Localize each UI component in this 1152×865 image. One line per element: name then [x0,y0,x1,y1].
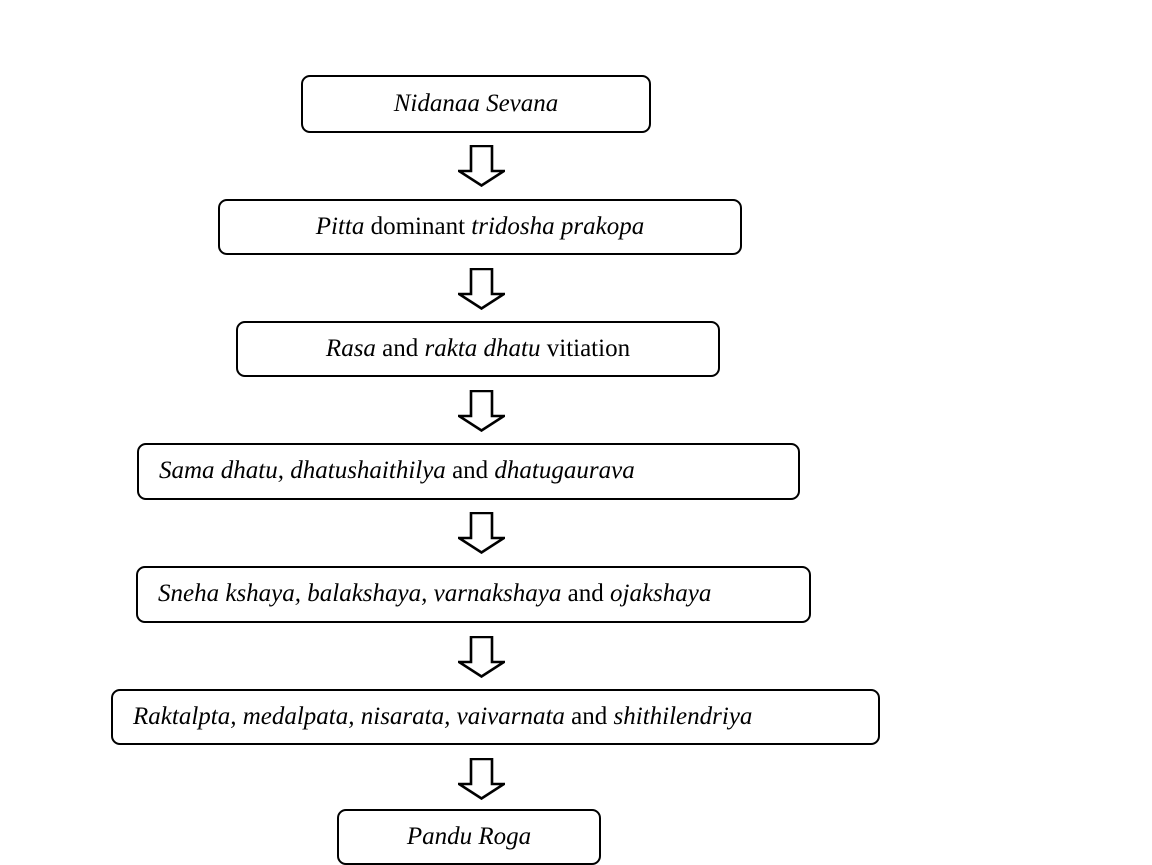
flow-node-raktalpta-medalpata-nisarata-vaivarnata-shithilendriya: Raktalpta, medalpata, nisarata, vaivarna… [111,689,880,745]
flow-node-pandu-roga: Pandu Roga [337,809,601,865]
flow-node-label: Pandu Roga [406,822,532,850]
flow-node-nidanaa-sevana: Nidanaa Sevana [301,75,651,133]
flow-node-label: Nidanaa Sevana [393,89,559,117]
flow-node-rasa-rakta-dhatu-vitiation: Rasa and rakta dhatu vitiation [236,321,720,377]
flow-node-label: Rasa and rakta dhatu vitiation [325,334,631,362]
down-arrow-icon [458,268,505,310]
flow-node-label: Sama dhatu, dhatushaithilya and dhatugau… [159,457,635,485]
down-arrow-icon [458,390,505,432]
down-arrow-icon [458,512,505,554]
down-arrow-icon [458,636,505,678]
flow-node-label: Raktalpta, medalpata, nisarata, vaivarna… [133,702,753,730]
flow-node-sneha-bala-varna-oja-kshaya: Sneha kshaya, balakshaya, varnakshaya an… [136,566,811,623]
down-arrow-icon [458,145,505,187]
flow-node-pitta-dominant-tridosha-prakopa: Pitta dominant tridosha prakopa [218,199,742,255]
flow-node-label: Pitta dominant tridosha prakopa [315,212,645,240]
down-arrow-icon [458,758,505,800]
flow-node-label: Sneha kshaya, balakshaya, varnakshaya an… [158,580,712,608]
flow-node-sama-dhatu-dhatushaithilya-dhatugaurava: Sama dhatu, dhatushaithilya and dhatugau… [137,443,800,500]
